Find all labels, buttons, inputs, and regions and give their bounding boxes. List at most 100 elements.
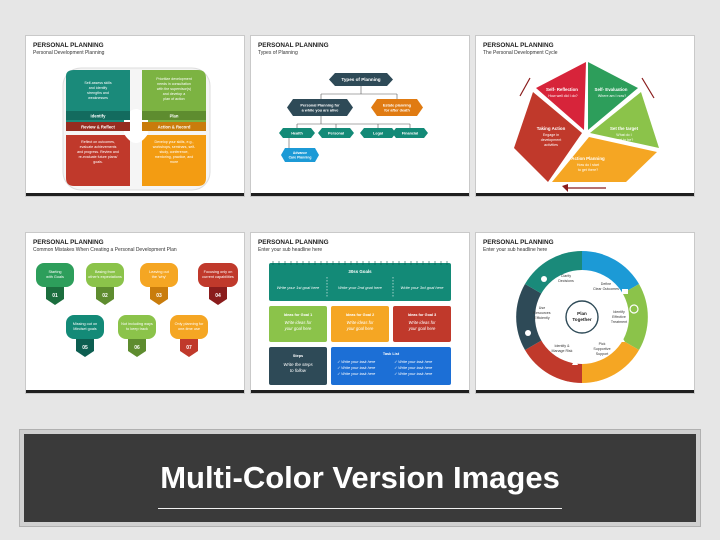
svg-text:Write your 1st goal here: Write your 1st goal here <box>277 285 320 290</box>
multi-color-banner: Multi-Color Version Images <box>19 429 701 527</box>
svg-text:Identify &: Identify & <box>555 344 571 348</box>
svg-text:plan of action: plan of action <box>163 97 184 101</box>
common-mistakes-badges: Starting with Goals 01 Basing from other… <box>36 263 238 357</box>
slide-subtitle: Common Mistakes When Creating a Personal… <box>33 247 177 253</box>
svg-text:for after death: for after death <box>384 109 410 113</box>
svg-text:Self-assess skills: Self-assess skills <box>84 81 112 85</box>
svg-text:Self- Reflection: Self- Reflection <box>546 87 578 92</box>
svg-text:Treatment: Treatment <box>611 320 627 324</box>
mistake-05-bubble <box>66 315 104 339</box>
svg-text:Focusing only on: Focusing only on <box>204 270 233 274</box>
svg-text:mentoring, practice, and: mentoring, practice, and <box>155 155 194 159</box>
svg-text:Support: Support <box>596 352 609 356</box>
action-label: Action & Record <box>158 125 191 130</box>
task-list-card <box>331 347 451 385</box>
svg-text:Basing from: Basing from <box>95 270 115 274</box>
self-evaluation-segment <box>588 62 638 130</box>
chart-icon <box>622 289 628 294</box>
svg-text:and progress. Review and: and progress. Review and <box>77 150 119 154</box>
svg-text:current capabilities: current capabilities <box>202 275 234 279</box>
svg-text:Supportive: Supportive <box>593 347 610 351</box>
svg-text:Engage in: Engage in <box>543 133 559 137</box>
svg-text:want to be?: want to be? <box>615 138 634 142</box>
mistake-07-badge <box>180 339 198 357</box>
handshake-icon <box>619 337 625 342</box>
estate-planning-node <box>371 99 423 116</box>
banner-underline <box>158 508 562 509</box>
svg-text:evaluate achievements: evaluate achievements <box>80 145 117 149</box>
svg-text:Efficiently: Efficiently <box>534 316 550 320</box>
svg-text:Financial: Financial <box>402 132 418 136</box>
svg-text:and develop a: and develop a <box>163 92 186 96</box>
slide-footer-bar <box>26 193 244 196</box>
svg-text:✓ Write your task here: ✓ Write your task here <box>337 372 375 376</box>
slide-footer-bar <box>476 193 694 196</box>
action-planning-segment <box>552 137 657 182</box>
slide-title: PERSONAL PLANNING <box>258 42 329 49</box>
mistake-03-badge <box>150 287 168 305</box>
slide-title: PERSONAL PLANNING <box>33 42 104 49</box>
thumbnail-slide-3[interactable]: PERSONAL PLANNING The Personal Developme… <box>475 35 695 197</box>
thumbnail-slide-2[interactable]: PERSONAL PLANNING Types of Planning Type… <box>250 35 470 197</box>
svg-text:02: 02 <box>102 293 108 299</box>
slide-title: PERSONAL PLANNING <box>33 239 104 246</box>
slide-footer-bar <box>26 390 244 393</box>
mistake-01-bubble <box>36 263 74 287</box>
advance-care-node <box>281 148 319 162</box>
svg-text:Write your 3rd goal here: Write your 3rd goal here <box>401 285 445 290</box>
thumbnail-slide-5[interactable]: PERSONAL PLANNING Enter your sub headlin… <box>250 232 470 394</box>
svg-text:Define: Define <box>601 282 611 286</box>
svg-text:Manage Risk: Manage Risk <box>552 349 573 353</box>
svg-text:30ss Goals: 30ss Goals <box>348 269 372 274</box>
mistake-02-bubble <box>86 263 124 287</box>
svg-text:✓ Write your task here: ✓ Write your task here <box>337 360 375 364</box>
ideas-goal-1-card <box>269 306 327 342</box>
svg-text:Reflect on outcomes,: Reflect on outcomes, <box>81 140 115 144</box>
ideas-goal-3-card <box>393 306 451 342</box>
plan-label: Plan <box>170 114 179 119</box>
review-label: Review & Reflect <box>81 125 115 130</box>
plan-together-wheel: Plan Together Clarify Decisions Define C… <box>516 251 648 383</box>
svg-text:Types of Planning: Types of Planning <box>341 77 380 82</box>
svg-text:Self- Evaluation: Self- Evaluation <box>595 87 628 92</box>
svg-text:workshops, seminars, self-: workshops, seminars, self- <box>153 145 196 149</box>
svg-text:your goal here: your goal here <box>408 326 436 331</box>
types-of-planning-tree: Types of Planning Personal Planning for … <box>279 73 428 162</box>
slide-subtitle: The Personal Development Cycle <box>483 50 558 56</box>
slide-title: PERSONAL PLANNING <box>258 239 329 246</box>
svg-text:strengths and: strengths and <box>87 91 109 95</box>
svg-text:Health: Health <box>291 132 303 136</box>
svg-text:Personal: Personal <box>328 132 344 136</box>
svg-text:Pick: Pick <box>599 342 606 346</box>
svg-text:Advance: Advance <box>293 151 307 155</box>
svg-text:Clarify: Clarify <box>561 274 571 278</box>
financial-node <box>392 128 428 138</box>
root-node <box>329 73 393 86</box>
svg-text:development: development <box>541 138 562 142</box>
thumbnail-slide-4[interactable]: PERSONAL PLANNING Common Mistakes When C… <box>25 232 245 394</box>
thumbnail-slide-6[interactable]: PERSONAL PLANNING Enter your sub headlin… <box>475 232 695 394</box>
svg-text:Effective: Effective <box>612 315 626 319</box>
svg-text:How do I start: How do I start <box>577 163 599 167</box>
goals-panel <box>269 263 451 301</box>
svg-text:Ideas for Goal 1: Ideas for Goal 1 <box>284 313 313 317</box>
slide-footer-bar <box>251 193 469 196</box>
svg-text:and identify: and identify <box>89 86 108 90</box>
svg-text:Write your 2nd goal here: Write your 2nd goal here <box>338 285 383 290</box>
mistake-06-bubble <box>118 315 156 339</box>
mistake-07-bubble <box>170 315 208 339</box>
svg-text:Ideas for Goal 3: Ideas for Goal 3 <box>408 313 437 317</box>
thumbnail-slide-1[interactable]: PERSONAL PLANNING Personal Development P… <box>25 35 245 197</box>
svg-text:Set the target: Set the target <box>610 126 639 131</box>
svg-text:other's expectations: other's expectations <box>88 275 122 279</box>
mistake-01-badge <box>46 287 64 305</box>
mistake-04-bubble <box>198 263 238 287</box>
svg-text:Action Planning: Action Planning <box>571 156 605 161</box>
svg-text:one-time use: one-time use <box>178 327 200 331</box>
slide-subtitle: Enter your sub headline here <box>483 247 548 253</box>
svg-text:05: 05 <box>82 345 88 351</box>
svg-text:Write ideas for: Write ideas for <box>409 320 437 325</box>
slide-footer-bar <box>251 390 469 393</box>
svg-text:✓ Write your task here: ✓ Write your task here <box>394 366 432 370</box>
gear-icon <box>629 304 639 314</box>
